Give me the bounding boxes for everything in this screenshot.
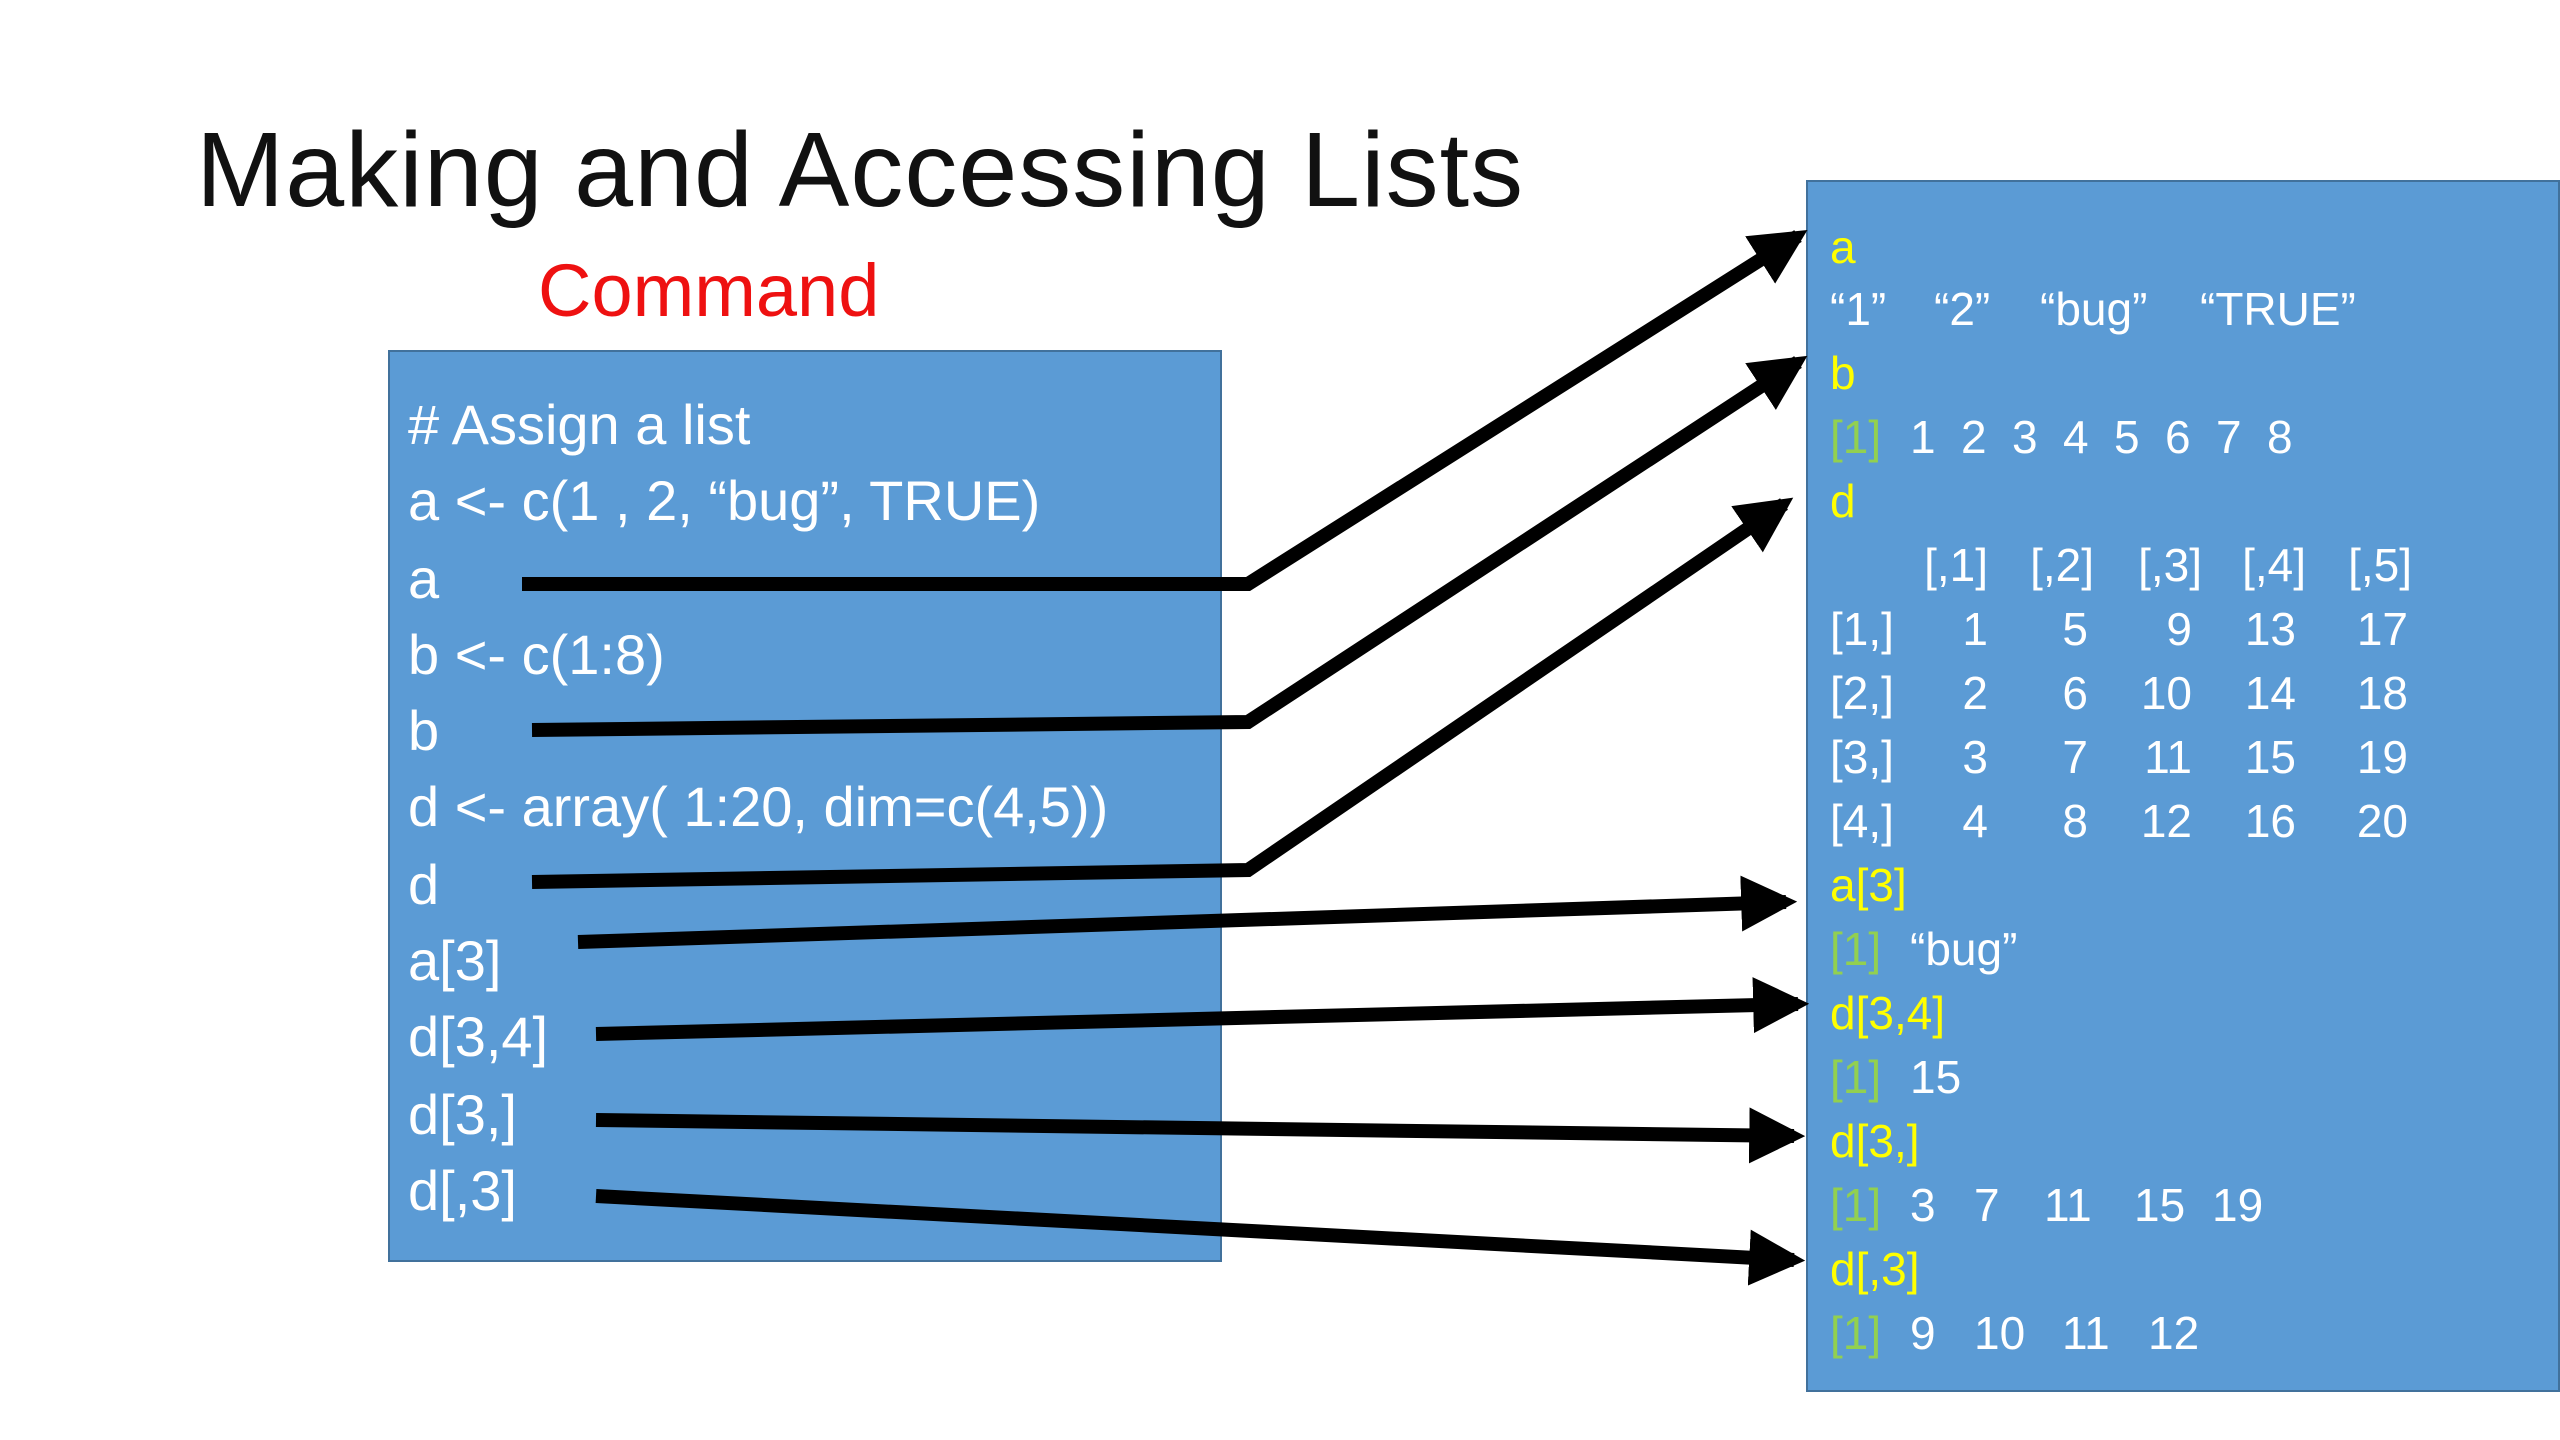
output-value: 9 [1910, 1307, 1936, 1359]
matrix-cell: 7 [2062, 731, 2088, 783]
output-value: “1” [1830, 283, 1887, 335]
arrow-d-column [595, 1189, 1806, 1286]
slide-title: Making and Accessing Lists [196, 111, 1525, 229]
matrix-row-header: [1,] [1830, 603, 1894, 655]
output-label-b: b [1830, 347, 1856, 399]
command-d-row: d[3,] [408, 1083, 517, 1146]
matrix-col-header: [,2] [2030, 539, 2094, 591]
arrow-a [522, 230, 1808, 591]
matrix-cell: 4 [1962, 795, 1988, 847]
matrix-cell: 12 [2140, 795, 2192, 847]
arrow-d [531, 497, 1794, 889]
matrix-cell: 14 [2244, 667, 2296, 719]
command-print-b: b [408, 699, 440, 762]
index-marker: [1] [1830, 411, 1882, 463]
output-values-d3-col: [1] 9 10 11 12 [1830, 1308, 2199, 1359]
output-value: “bug” [1910, 923, 2018, 975]
output-value: 6 [2165, 411, 2191, 463]
output-value: 15 [1910, 1051, 1962, 1103]
matrix-cell: 13 [2244, 603, 2296, 655]
arrow-b [531, 355, 1808, 737]
output-value: 3 [1910, 1179, 1936, 1231]
matrix-cell: 10 [2140, 667, 2192, 719]
matrix-cell: 17 [2356, 603, 2408, 655]
output-label-a3: a[3] [1830, 859, 1907, 911]
output-value: 10 [1974, 1307, 2026, 1359]
command-panel: # Assign a list a <- c(1 , 2, “bug”, TRU… [388, 350, 1222, 1262]
arrow-a-index [577, 875, 1798, 949]
output-values-a3: [1] “bug” [1830, 924, 2017, 975]
output-label-d3-row: d[3,] [1830, 1115, 1920, 1167]
output-value: 11 [2062, 1307, 2110, 1359]
matrix-row-header: [4,] [1830, 795, 1894, 847]
command-assign-b: b <- c(1:8) [408, 623, 665, 686]
command-assign-a: a <- c(1 , 2, “bug”, TRUE) [408, 469, 1041, 532]
index-marker: [1] [1830, 1307, 1882, 1359]
index-marker: [1] [1830, 1051, 1882, 1103]
matrix-cell: 16 [2244, 795, 2296, 847]
output-label-a: a [1830, 221, 1856, 273]
command-d-column: d[,3] [408, 1159, 517, 1222]
command-d-element: d[3,4] [408, 1005, 549, 1068]
matrix-cell: 2 [1962, 667, 1988, 719]
matrix-cell: 8 [2062, 795, 2088, 847]
output-label-d: d [1830, 475, 1856, 527]
matrix-row-header: [3,] [1830, 731, 1894, 783]
output-value: 11 [2044, 1179, 2092, 1231]
arrow-d-row [595, 1107, 1806, 1164]
matrix-cell: 6 [2062, 667, 2088, 719]
output-value: 7 [1974, 1179, 2000, 1231]
output-value: “2” [1934, 283, 1991, 335]
output-value: 2 [1961, 411, 1987, 463]
matrix-col-header: [,1] [1924, 539, 1988, 591]
command-assign-d: d <- array( 1:20, dim=c(4,5)) [408, 775, 1109, 838]
matrix-cell: 20 [2356, 795, 2408, 847]
output-values-d34: [1] 15 [1830, 1052, 1961, 1103]
output-value: 5 [2114, 411, 2140, 463]
output-values-a: “1” “2” “bug” “TRUE” [1830, 284, 2356, 335]
matrix-row-header: [2,] [1830, 667, 1894, 719]
output-value: “bug” [2040, 283, 2148, 335]
command-heading: Command [538, 249, 880, 332]
matrix-cell: 1 [1962, 603, 1988, 655]
matrix-cell: 5 [2062, 603, 2088, 655]
command-comment: # Assign a list [408, 393, 751, 456]
command-print-a: a [408, 547, 440, 610]
output-value: 1 [1910, 411, 1936, 463]
matrix-col-header: [,5] [2348, 539, 2412, 591]
matrix-cell: 11 [2144, 731, 2192, 783]
arrow-d-element [595, 977, 1810, 1041]
output-value: 12 [2148, 1307, 2200, 1359]
output-value: 15 [2134, 1179, 2186, 1231]
output-value: 4 [2063, 411, 2089, 463]
matrix-cell: 9 [2166, 603, 2192, 655]
output-value: 3 [2012, 411, 2038, 463]
output-label-d34: d[3,4] [1830, 987, 1946, 1039]
matrix-col-header: [,3] [2138, 539, 2202, 591]
index-marker: [1] [1830, 923, 1882, 975]
matrix-col-header: [,4] [2242, 539, 2306, 591]
matrix-cell: 18 [2356, 667, 2408, 719]
matrix-cell: 3 [1962, 731, 1988, 783]
output-value: 8 [2267, 411, 2293, 463]
command-print-d: d [408, 853, 440, 916]
output-value: “TRUE” [2200, 283, 2356, 335]
command-a-index: a[3] [408, 929, 502, 992]
output-value: 7 [2216, 411, 2242, 463]
matrix-cell: 19 [2356, 731, 2408, 783]
matrix-cell: 15 [2244, 731, 2296, 783]
output-value: 19 [2212, 1179, 2264, 1231]
output-label-d3-col: d[,3] [1830, 1243, 1920, 1295]
index-marker: [1] [1830, 1179, 1882, 1231]
